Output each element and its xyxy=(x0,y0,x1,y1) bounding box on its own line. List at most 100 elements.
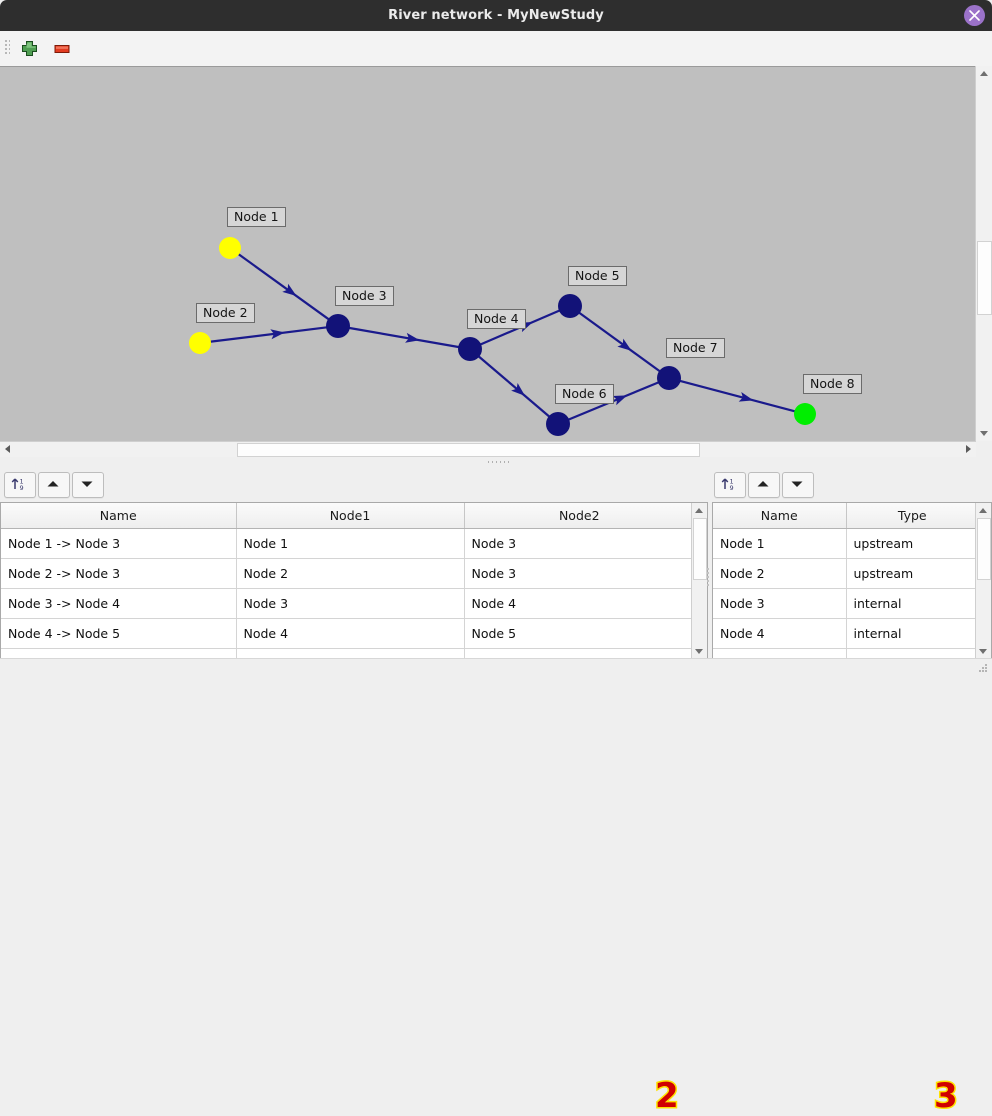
sort-ascending-icon[interactable]: 1 9 xyxy=(4,472,36,498)
table-cell[interactable]: Node 4 -> Node 5 xyxy=(1,618,237,649)
column-header[interactable]: Name xyxy=(713,503,847,529)
tables-area: 1 9 1 9 xyxy=(0,468,992,1116)
toolbar-drag-handle[interactable] xyxy=(5,40,10,57)
graph-edge[interactable] xyxy=(209,326,328,343)
graph-node[interactable] xyxy=(657,366,681,390)
graph-node-label[interactable]: Node 5 xyxy=(568,266,627,286)
graph-hscroll-thumb[interactable] xyxy=(237,443,700,457)
graph-node[interactable] xyxy=(558,294,582,318)
table-cell[interactable]: Node 1 -> Node 3 xyxy=(1,528,237,559)
table-row[interactable] xyxy=(713,648,978,658)
column-header[interactable]: Type xyxy=(846,503,978,529)
graph-node-label[interactable]: Node 8 xyxy=(803,374,862,394)
table-row[interactable] xyxy=(1,648,694,658)
scroll-down-arrow[interactable] xyxy=(976,426,991,441)
table-cell[interactable]: internal xyxy=(846,618,978,649)
graph-vscroll-thumb[interactable] xyxy=(977,241,992,315)
graph-node-label[interactable]: Node 7 xyxy=(666,338,725,358)
table-cell[interactable] xyxy=(236,648,465,658)
table-cell[interactable]: Node 3 xyxy=(713,588,847,619)
reaches-scroll-up-arrow[interactable] xyxy=(692,503,706,517)
column-header[interactable]: Name xyxy=(1,503,237,529)
graph-edge[interactable] xyxy=(237,252,330,321)
panel-splitter[interactable] xyxy=(0,457,992,468)
graph-node[interactable] xyxy=(794,403,816,425)
graph-edge[interactable] xyxy=(348,326,460,349)
table-cell[interactable]: Node 2 xyxy=(236,558,465,589)
graph-node-label[interactable]: Node 3 xyxy=(335,286,394,306)
table-cell[interactable]: Node 4 xyxy=(713,618,847,649)
column-header[interactable]: Node1 xyxy=(236,503,465,529)
svg-text:9: 9 xyxy=(730,484,734,492)
table-cell[interactable]: upstream xyxy=(846,558,978,589)
move-up-icon[interactable] xyxy=(748,472,780,498)
move-up-icon[interactable] xyxy=(38,472,70,498)
graph-edge[interactable] xyxy=(477,355,551,418)
table-cell[interactable]: Node 2 -> Node 3 xyxy=(1,558,237,589)
scroll-left-arrow[interactable] xyxy=(0,442,15,456)
graph-edge[interactable] xyxy=(578,311,661,373)
graph-node-label[interactable]: Node 6 xyxy=(555,384,614,404)
move-down-icon[interactable] xyxy=(782,472,814,498)
nodes-vertical-scrollbar[interactable] xyxy=(975,503,991,658)
table-cell[interactable]: internal xyxy=(846,588,978,619)
move-down-glyph xyxy=(81,481,93,487)
delete-minus-icon[interactable] xyxy=(52,39,74,59)
graph-node-label[interactable]: Node 4 xyxy=(467,309,526,329)
graph-horizontal-scrollbar[interactable] xyxy=(0,441,976,457)
table-cell[interactable] xyxy=(713,648,847,658)
close-icon[interactable] xyxy=(964,5,985,26)
table-cell[interactable] xyxy=(846,648,978,658)
network-canvas[interactable]: Node 1 Node 2 Node 3 Node 4 Node 5 Node 6 Node… xyxy=(0,66,976,442)
table-cell[interactable]: Node 2 xyxy=(713,558,847,589)
add-plus-icon[interactable] xyxy=(20,39,42,59)
scroll-right-arrow[interactable] xyxy=(961,442,976,456)
graph-vertical-scrollbar[interactable] xyxy=(975,66,992,441)
scroll-up-arrow[interactable] xyxy=(976,66,991,81)
column-header[interactable]: Node2 xyxy=(464,503,694,529)
table-cell[interactable]: Node 4 xyxy=(464,588,694,619)
graph-node-label[interactable]: Node 2 xyxy=(196,303,255,323)
graph-node[interactable] xyxy=(219,237,241,259)
table-cell[interactable]: Node 1 xyxy=(713,528,847,559)
tables-splitter[interactable] xyxy=(707,568,710,590)
table-cell[interactable]: upstream xyxy=(846,528,978,559)
table-cell[interactable]: Node 5 xyxy=(464,618,694,649)
nodes-scroll-up-arrow[interactable] xyxy=(976,503,990,517)
nodes-vscroll-thumb[interactable] xyxy=(977,518,991,580)
reaches-vscroll-thumb[interactable] xyxy=(693,518,707,580)
table-cell[interactable] xyxy=(464,648,694,658)
graph-node[interactable] xyxy=(546,412,570,436)
nodes-scroll-down-arrow[interactable] xyxy=(976,644,990,658)
table-cell[interactable]: Node 3 xyxy=(464,528,694,559)
move-down-icon[interactable] xyxy=(72,472,104,498)
graph-node[interactable] xyxy=(189,332,211,354)
sort-ascending-icon[interactable]: 1 9 xyxy=(714,472,746,498)
table-cell[interactable]: Node 3 xyxy=(236,588,465,619)
reaches-vertical-scrollbar[interactable] xyxy=(691,503,707,658)
table-cell[interactable]: Node 3 xyxy=(464,558,694,589)
table-cell[interactable]: Node 1 xyxy=(236,528,465,559)
table-cell[interactable]: Node 3 -> Node 4 xyxy=(1,588,237,619)
graph-node[interactable] xyxy=(458,337,482,361)
table-cell[interactable] xyxy=(1,648,237,658)
graph-node[interactable] xyxy=(326,314,350,338)
table-cell[interactable]: Node 4 xyxy=(236,618,465,649)
graph-node-label[interactable]: Node 1 xyxy=(227,207,286,227)
graph-edge[interactable] xyxy=(679,379,796,413)
reaches-scroll-down-arrow[interactable] xyxy=(692,644,706,658)
resize-grip[interactable] xyxy=(979,664,988,673)
